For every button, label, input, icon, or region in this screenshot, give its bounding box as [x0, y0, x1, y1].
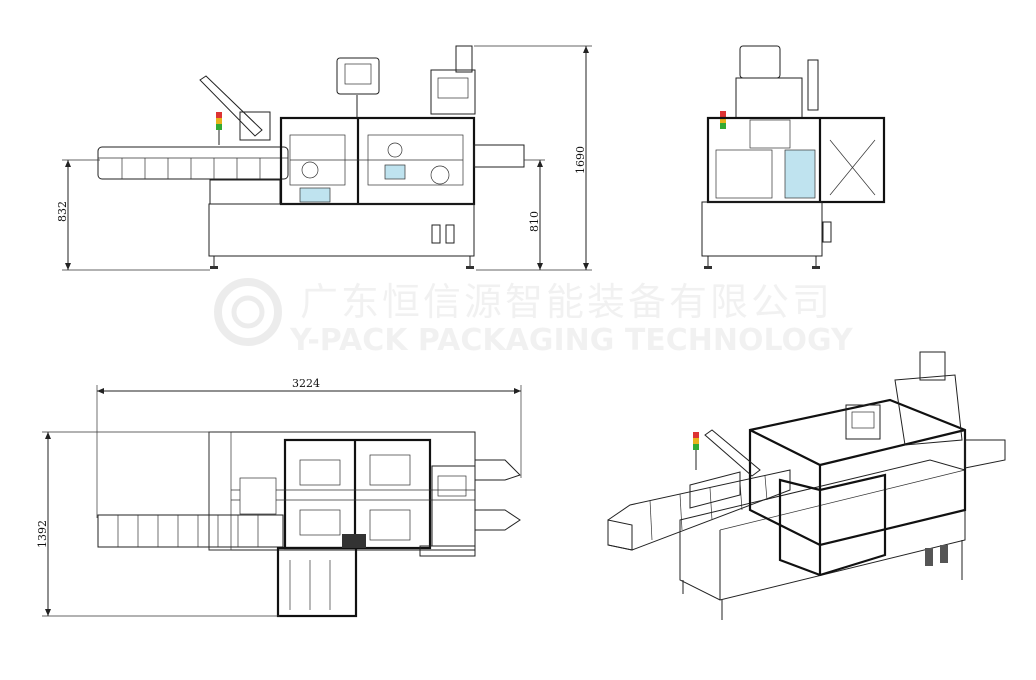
top-view: 3224 1392: [36, 377, 522, 618]
end-base-cabinet: [701, 201, 823, 257]
dim-832: 832: [56, 159, 210, 271]
side-labeler-head: [430, 45, 476, 115]
watermark-gear-logo: [214, 278, 282, 346]
end-view: [701, 45, 886, 269]
isometric-view: [607, 351, 1006, 620]
dim-810: 810: [476, 159, 545, 271]
end-labeler-head: [739, 45, 781, 79]
side-base-cabinet: [208, 203, 475, 257]
side-outfeed: [473, 144, 525, 168]
watermark-english-text: Y-PACK PACKAGING TECHNOLOGY: [289, 323, 854, 358]
dim-3224: 3224: [96, 377, 522, 518]
side-infeed-conveyor: [97, 146, 289, 180]
iso-hmi-panel: [845, 404, 881, 440]
iso-infeed-conveyor: [607, 469, 791, 551]
end-signal-tower: [720, 111, 726, 129]
side-view: 832 810 1690: [56, 45, 592, 271]
top-labeler: [431, 465, 476, 547]
dim-1392-label: 1392: [36, 520, 49, 548]
dim-3224-label: 3224: [292, 377, 320, 390]
iso-base-cabinet: [679, 459, 966, 601]
watermark: 广东恒信源智能装备有限公司 Y-PACK PACKAGING TECHNOLOG…: [214, 278, 854, 358]
side-carton-magazine: [199, 75, 263, 137]
dim-832-label: 832: [56, 201, 69, 222]
iso-labeler-head: [894, 351, 963, 446]
top-outfeed: [475, 459, 521, 531]
iso-carton-magazine: [704, 429, 761, 477]
dim-1690-label: 1690: [574, 146, 587, 174]
dim-1690: 1690: [474, 45, 592, 271]
side-signal-tower: [216, 112, 222, 145]
dim-1392: 1392: [36, 431, 280, 617]
watermark-chinese-text: 广东恒信源智能装备有限公司: [300, 280, 833, 324]
top-infeed-conveyor: [97, 514, 284, 548]
iso-main-guard: [748, 398, 967, 547]
iso-signal-tower: [693, 432, 699, 470]
side-air-filter: [431, 224, 455, 244]
side-hmi-panel: [336, 57, 380, 118]
top-lower-guard: [276, 546, 358, 618]
dim-810-label: 810: [528, 211, 541, 232]
iso-outfeed: [964, 439, 1006, 469]
